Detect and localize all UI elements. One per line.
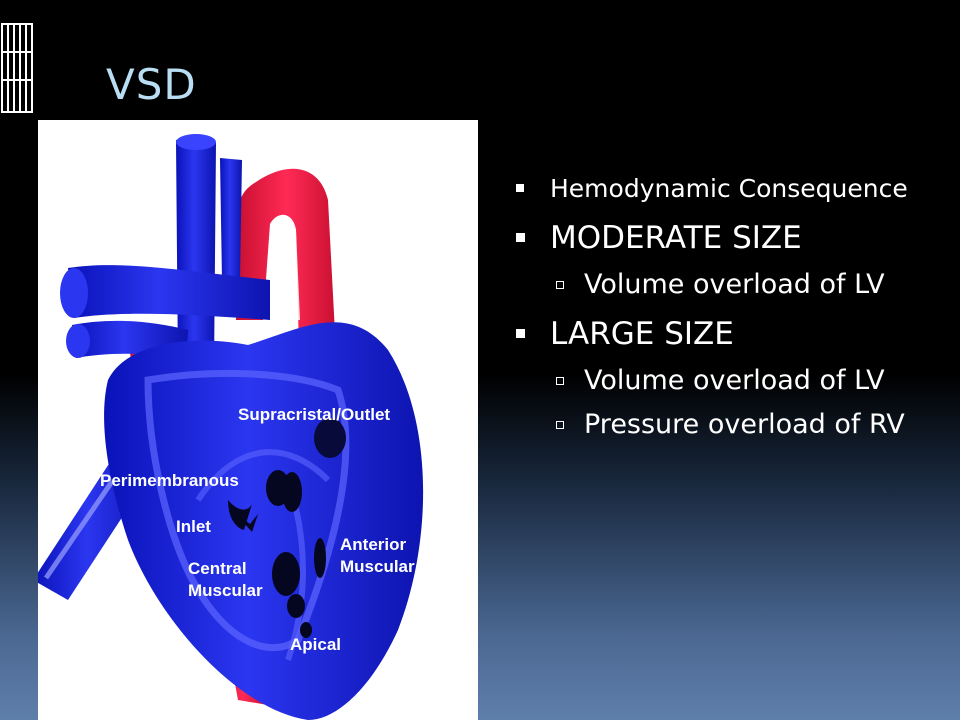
bullet-text: Hemodynamic Consequence [550, 174, 908, 203]
square-bullet-icon [516, 329, 525, 338]
bullet-text: LARGE SIZE [550, 316, 734, 352]
bullet-item: LARGE SIZE [514, 314, 934, 354]
sub-bullet-item: Pressure overload of RV [514, 408, 934, 442]
hollow-square-bullet-icon [556, 421, 564, 429]
bullet-item: Hemodynamic Consequence [514, 172, 934, 206]
slide-logo-icon [0, 18, 34, 118]
square-bullet-icon [516, 233, 525, 242]
label-central-line1: Central [188, 559, 247, 578]
label-inlet: Inlet [176, 517, 211, 536]
label-anterior-line2: Muscular [340, 557, 415, 576]
sub-bullet-item: Volume overload of LV [514, 268, 934, 302]
square-bullet-icon [516, 184, 524, 192]
sub-bullet-text: Volume overload of LV [584, 365, 885, 396]
sub-bullet-item: Volume overload of LV [514, 364, 934, 398]
heart-illustration: Supracristal/Outlet Perimembranous Inlet… [38, 134, 424, 720]
sub-bullet-text: Pressure overload of RV [584, 409, 905, 440]
sub-bullet-text: Volume overload of LV [584, 269, 885, 300]
bullet-list: Hemodynamic Consequence MODERATE SIZE Vo… [514, 172, 934, 442]
label-supracristal: Supracristal/Outlet [238, 405, 390, 424]
label-apical: Apical [290, 635, 341, 654]
hollow-square-bullet-icon [556, 281, 564, 289]
label-central-line2: Muscular [188, 581, 263, 600]
slide-title: VSD [106, 60, 197, 109]
bullet-item: MODERATE SIZE [514, 218, 934, 258]
label-perimembranous: Perimembranous [100, 471, 239, 490]
label-anterior-line1: Anterior [340, 535, 407, 554]
hollow-square-bullet-icon [556, 377, 564, 385]
vsd-heart-diagram: Supracristal/Outlet Perimembranous Inlet… [38, 120, 478, 720]
bullet-text: MODERATE SIZE [550, 220, 802, 256]
